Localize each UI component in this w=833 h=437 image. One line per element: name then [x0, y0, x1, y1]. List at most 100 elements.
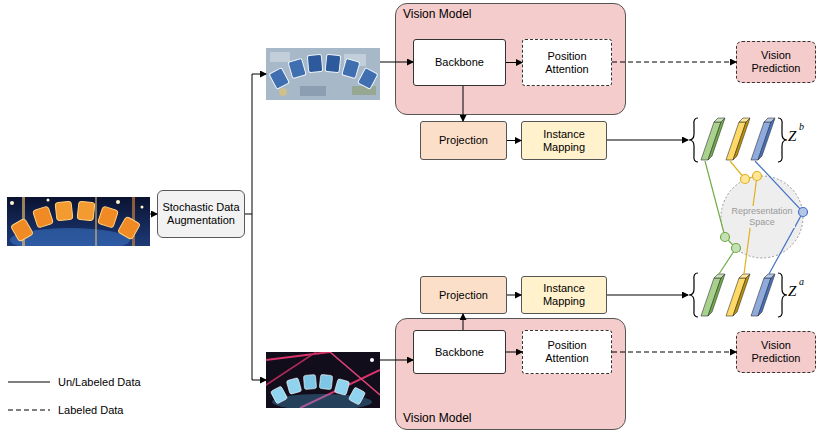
mapping-box: Instance Mapping	[521, 276, 607, 314]
illustration-part	[325, 54, 341, 72]
arrow	[507, 140, 521, 141]
illustration-part	[334, 379, 349, 396]
module-box: Backbone	[413, 330, 506, 374]
illustration-part	[358, 68, 378, 90]
illustration-part	[55, 201, 73, 221]
node-label: Backbone	[435, 346, 484, 359]
illustration-part	[730, 161, 757, 274]
illustration-part	[270, 52, 290, 62]
illustration-part	[342, 58, 360, 78]
illustration-part	[303, 375, 316, 390]
legend-entry: Labeled Data	[58, 403, 123, 417]
illustration-part	[755, 161, 803, 274]
illustration-part	[708, 118, 725, 160]
augmented-image	[266, 48, 380, 100]
illustration-part	[22, 197, 25, 246]
illustration-part	[330, 352, 380, 395]
node-label: Instance Mapping	[525, 128, 603, 154]
mapping-box: Instance Mapping	[521, 121, 607, 160]
illustration-part	[288, 58, 306, 78]
illustration-part	[95, 197, 97, 246]
illustration-part	[319, 374, 332, 389]
data-flow-wires	[150, 62, 688, 380]
illustration-part	[778, 118, 787, 162]
illustration-part	[300, 370, 380, 408]
illustration-part	[150, 214, 157, 215]
illustration-part	[741, 175, 750, 184]
illustration-part	[607, 295, 688, 296]
illustration-part	[118, 216, 141, 240]
arrow	[506, 62, 522, 63]
illustration-part	[269, 68, 289, 90]
illustration-part	[726, 278, 746, 316]
illustration-part	[778, 273, 787, 317]
illustration-part	[758, 118, 775, 160]
node-label: Position Attention	[526, 339, 608, 365]
augmented-image	[266, 352, 380, 408]
node-label: Stochastic Data Augmentation	[161, 201, 241, 227]
illustration-part	[701, 278, 721, 316]
embedding-points	[721, 172, 808, 253]
illustration-part	[77, 201, 95, 221]
illustration-part	[733, 118, 750, 160]
illustration-part	[98, 206, 119, 228]
illustration-part	[141, 206, 144, 209]
set-superscript-holder: b	[799, 121, 804, 133]
illustration-part	[701, 122, 721, 160]
node-label: Vision Prediction	[740, 339, 812, 365]
illustration-part	[753, 172, 762, 181]
optional-module-box: Position Attention	[522, 330, 612, 374]
dashed-arrow	[612, 62, 736, 63]
illustration-part	[8, 409, 50, 410]
illustration-part	[47, 199, 50, 202]
illustration-part	[344, 54, 366, 66]
illustration-part	[607, 140, 688, 141]
legend-entry: Un/Labeled Data	[58, 375, 141, 389]
illustration-part	[279, 88, 287, 96]
group-title: Vision Model	[403, 7, 471, 22]
illustration-part	[8, 381, 50, 382]
feature-vectors	[701, 118, 775, 316]
node-label: Vision Prediction	[740, 49, 812, 75]
set-brace	[689, 118, 787, 317]
illustration-part	[272, 394, 372, 408]
illustration-part	[252, 74, 253, 380]
space-circle	[721, 176, 803, 258]
node-label: Representation Space	[729, 206, 795, 228]
illustration-part	[764, 118, 775, 122]
illustration-part	[689, 118, 698, 162]
illustration-part	[300, 86, 326, 96]
illustration-part	[739, 118, 750, 122]
arrow	[506, 352, 522, 353]
legend-label: Labeled Data	[58, 403, 123, 417]
illustration-part	[266, 48, 380, 100]
illustration-part	[721, 233, 730, 242]
illustration-part	[799, 208, 808, 217]
illustration-part	[714, 274, 725, 278]
illustration-part	[380, 62, 413, 63]
embedding-links	[705, 161, 803, 274]
illustration-part	[370, 358, 374, 362]
arrow	[507, 295, 521, 296]
arrow	[463, 86, 464, 121]
dashed-arrow	[612, 352, 736, 353]
node-label: Position Attention	[526, 50, 608, 76]
group-title-holder: Vision Model	[403, 411, 471, 426]
illustration-part	[739, 274, 750, 278]
model-group: Vision ModelBackbone Position Attention	[395, 3, 626, 115]
process-box: Stochastic Data Augmentation	[157, 190, 245, 238]
node-label: Projection	[439, 134, 488, 147]
illustration-part	[266, 352, 316, 385]
illustration-part	[348, 387, 365, 405]
module-box: Backbone	[413, 39, 506, 86]
illustration-part	[10, 201, 14, 205]
illustration-part	[10, 228, 130, 246]
illustration-part	[751, 122, 771, 160]
illustration-part	[266, 352, 330, 360]
set-symbol: Z	[788, 128, 796, 145]
illustration-part	[270, 386, 287, 404]
model-group: Vision Model Backbone Position Attention	[395, 318, 626, 430]
